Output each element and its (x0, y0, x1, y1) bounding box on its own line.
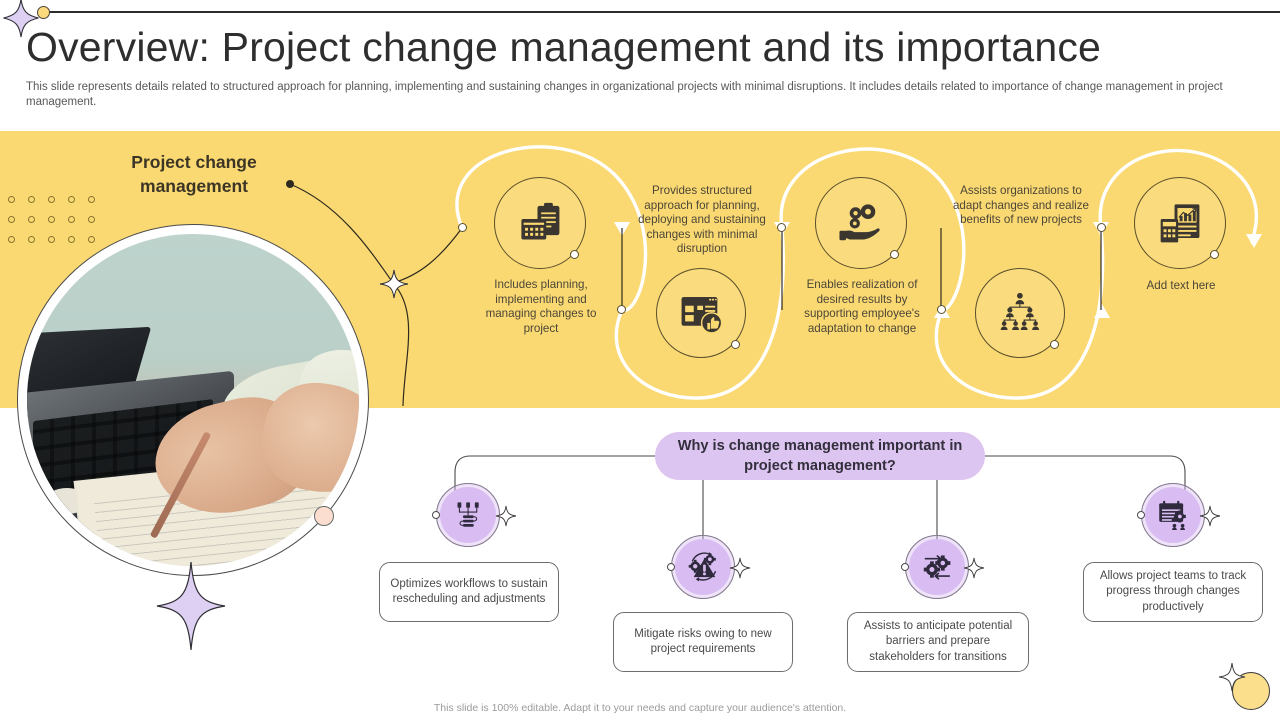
band-label: Project change management (131, 152, 257, 196)
connector-node-2 (617, 305, 626, 314)
connector-node-5 (1097, 223, 1106, 232)
band-node-4-dot (1050, 340, 1059, 349)
band-step-2-text: Provides structured approach for plannin… (638, 184, 766, 256)
band-step-4-text: Assists organizations to adapt changes a… (952, 184, 1089, 227)
sparkle-icon-benefit-3 (963, 557, 985, 579)
header-divider (44, 11, 1280, 13)
section-question-pill: Why is change management important in pr… (655, 432, 985, 480)
benefit-4-ring-dot (1137, 511, 1145, 519)
benefit-1-ring-dot (432, 511, 440, 519)
benefit-3-ring-dot (901, 563, 909, 571)
sparkle-icon-benefit-4 (1199, 505, 1221, 527)
benefit-1-box: Optimizes workflows to sustain reschedul… (379, 562, 559, 622)
benefit-2-node[interactable] (675, 539, 731, 595)
band-step-5-text: Add text here (1146, 279, 1216, 292)
header-dot-marker (37, 6, 50, 19)
progress-tracking-icon (1158, 500, 1186, 530)
page-subtitle: This slide represents details related to… (26, 81, 1223, 108)
connector-node-4 (937, 305, 946, 314)
gears-exchange-icon (923, 554, 951, 580)
band-step-3-text: Enables realization of desired results b… (804, 278, 920, 335)
page-title: Overview: Project change management and … (26, 24, 1102, 70)
sparkle-icon-benefit-1 (495, 505, 517, 527)
sparkle-icon-corner (1218, 662, 1246, 692)
band-node-1-dot (570, 250, 579, 259)
sparkle-icon-top-left (2, 0, 40, 38)
dashboard-approve-icon (681, 297, 723, 334)
risk-warning-gear-icon (688, 551, 716, 582)
hero-photo (27, 234, 359, 566)
band-node-3-dot (890, 250, 899, 259)
report-chart-calculator-icon (1160, 203, 1200, 243)
connector-node-3 (777, 223, 786, 232)
sparkle-icon-band (379, 269, 409, 299)
hand-gears-people-icon (839, 203, 880, 240)
benefit-3-box: Assists to anticipate potential barriers… (847, 612, 1029, 672)
band-node-2-dot (731, 340, 740, 349)
band-node-3[interactable] (815, 177, 907, 269)
connector-node-1 (458, 223, 467, 232)
workflow-nodes-icon (457, 501, 479, 527)
benefit-3-node[interactable] (909, 539, 965, 595)
org-hierarchy-icon (1000, 292, 1040, 331)
band-step-1-text: Includes planning, implementing and mana… (485, 278, 597, 335)
clipboard-calendar-icon (520, 202, 560, 240)
benefit-2-box: Mitigate risks owing to new project requ… (613, 612, 793, 672)
photo-accent-dot (314, 506, 334, 526)
benefit-1-node[interactable] (440, 487, 496, 543)
sparkle-icon-benefit-2 (729, 557, 751, 579)
band-node-5-dot (1210, 250, 1219, 259)
benefit-4-box: Allows project teams to track progress t… (1083, 562, 1263, 622)
footer-note: This slide is 100% editable. Adapt it to… (433, 702, 847, 714)
benefit-2-ring-dot (667, 563, 675, 571)
benefit-4-node[interactable] (1145, 487, 1201, 543)
sparkle-icon-under-photo (155, 560, 227, 652)
corner-decor-circle (1232, 672, 1270, 710)
